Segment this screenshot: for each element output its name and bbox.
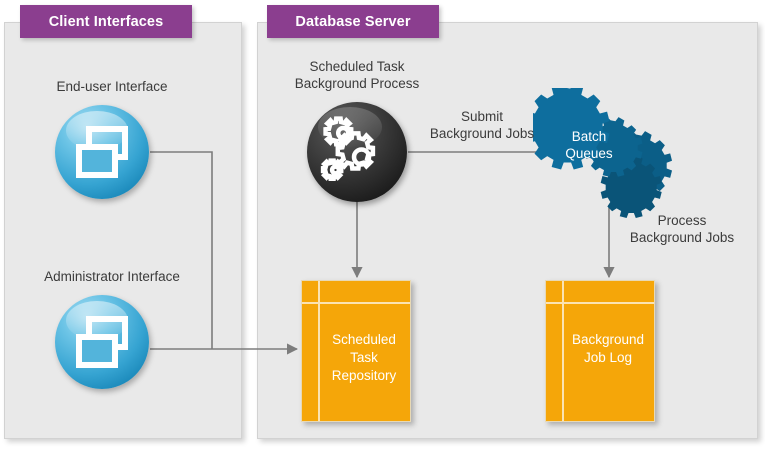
label-administrator-interface: Administrator Interface (44, 269, 180, 284)
panel-title-client-interfaces: Client Interfaces (20, 5, 192, 38)
node-scheduled-task-background-process[interactable] (307, 102, 407, 202)
node-background-job-log[interactable]: Background Job Log (545, 280, 655, 422)
panel-title-database-server: Database Server (267, 5, 439, 38)
node-batch-queues[interactable]: Batch Queues (525, 82, 685, 218)
label-end-user-interface: End-user Interface (56, 79, 168, 94)
label-scheduled-task-repository: Scheduled Task Repository (331, 332, 397, 383)
label-scheduled-task-background-process: Scheduled Task Background Process (294, 59, 420, 91)
windows-interface-icon (76, 126, 128, 178)
node-end-user-interface[interactable] (55, 105, 149, 199)
table-header-divider (546, 302, 654, 304)
table-column-divider (562, 281, 564, 421)
gear-stack-icon (525, 82, 673, 218)
gears-icon (320, 116, 376, 181)
edge-label-process-background-jobs: Process Background Jobs (629, 213, 735, 245)
node-administrator-interface[interactable] (55, 295, 149, 389)
table-header-divider (302, 302, 410, 304)
windows-interface-icon (76, 316, 128, 368)
label-background-job-log: Background Job Log (571, 332, 645, 365)
table-column-divider (318, 281, 320, 421)
edge-label-submit-background-jobs: Submit Background Jobs (429, 109, 535, 141)
node-scheduled-task-repository[interactable]: Scheduled Task Repository (301, 280, 411, 422)
